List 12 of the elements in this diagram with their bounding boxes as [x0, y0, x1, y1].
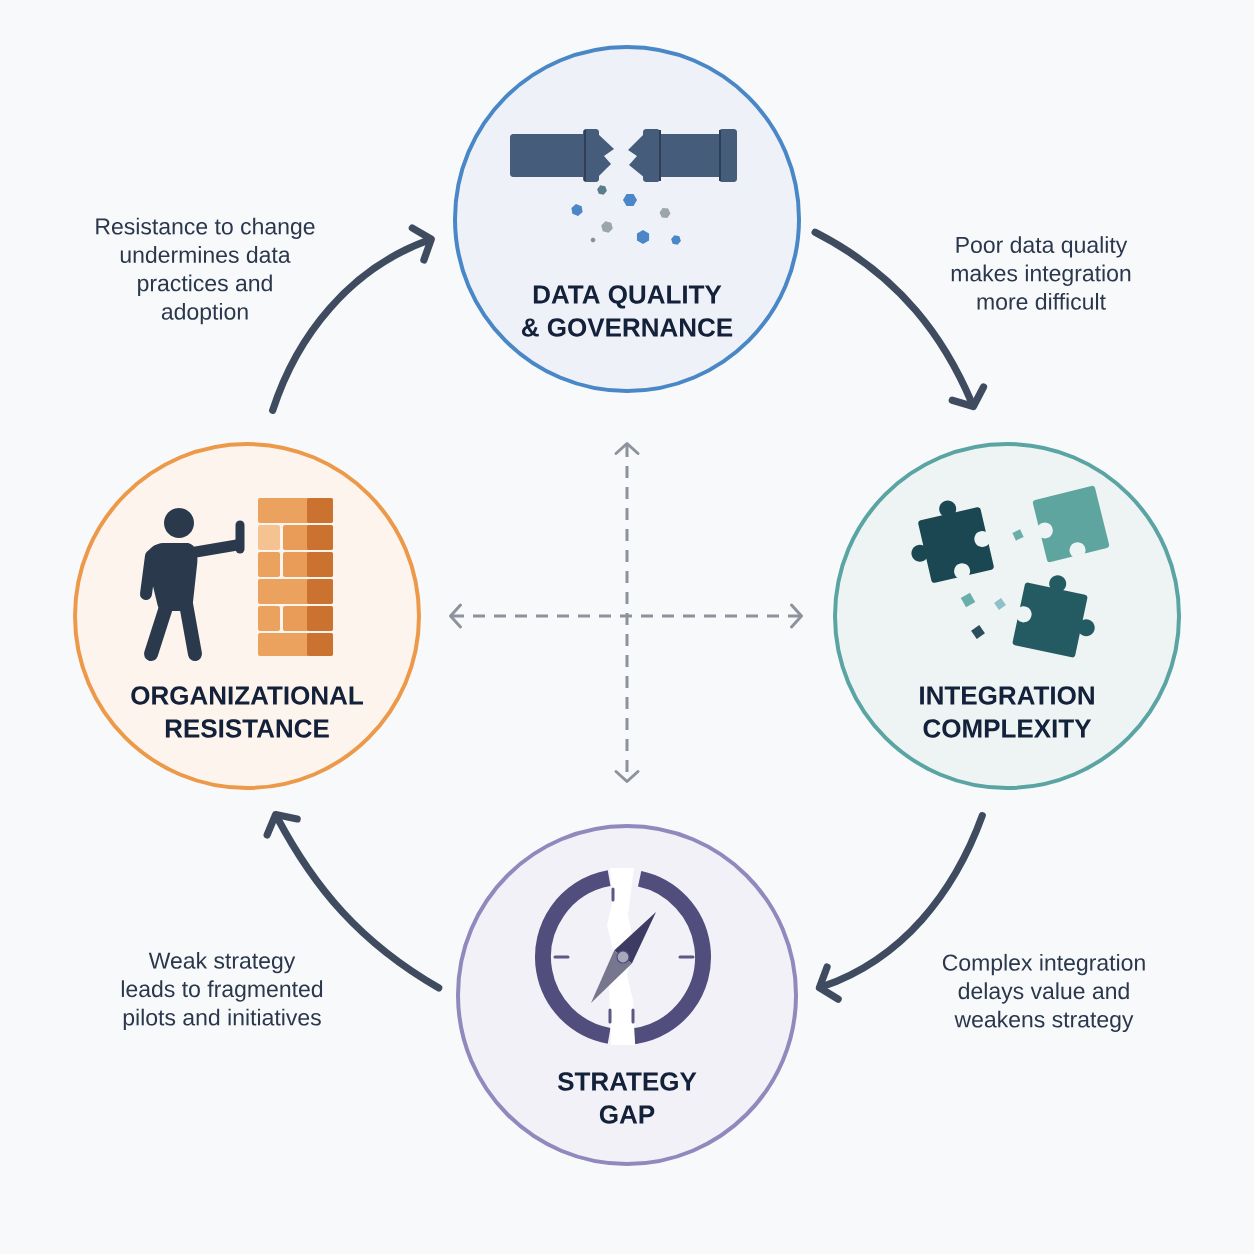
curved-arrow	[269, 224, 435, 414]
circle-node: STRATEGY GAP	[456, 824, 798, 1166]
curved-arrow	[263, 811, 443, 992]
curved-arrow	[811, 228, 988, 411]
dashed-double-arrow	[614, 442, 640, 783]
edge-label: Weak strategy leads to fragmented pilots and initiatives	[121, 951, 323, 1031]
edge-label: Complex integration delays value and weakens strategy	[942, 953, 1145, 1033]
edge-label: Resistance to change undermines data practices and adoption	[96, 217, 315, 325]
dashed-double-arrow	[449, 603, 803, 629]
curved-arrow	[815, 812, 986, 1003]
circle-node: DATA QUALITY & GOVERNANCE	[453, 45, 801, 393]
edge-label: Poor data quality makes integration more difficult	[951, 236, 1131, 310]
